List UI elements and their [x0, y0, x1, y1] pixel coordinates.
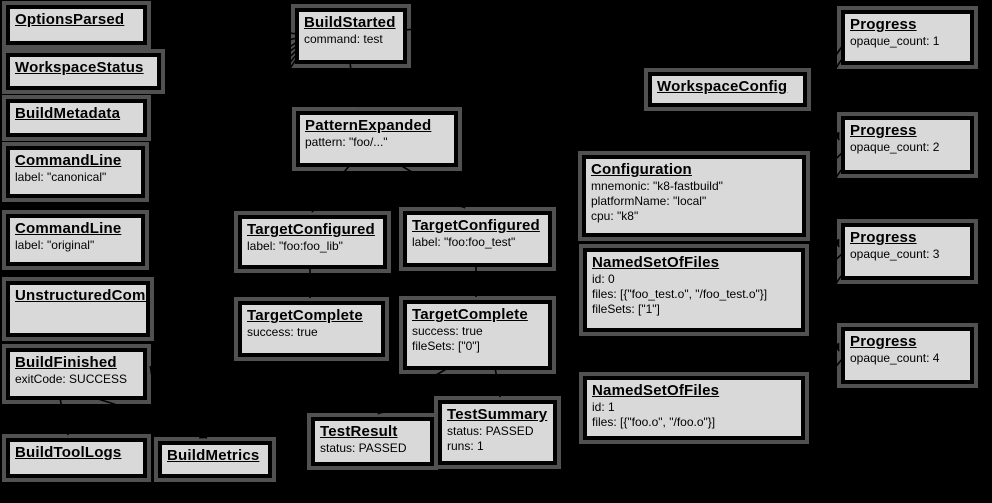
node-attribute: id: 1: [592, 399, 615, 414]
node-build-metadata: BuildMetadata: [2, 95, 151, 141]
node-build-tool-logs: BuildToolLogs: [2, 434, 151, 482]
node-attribute: opaque_count: 4: [850, 350, 940, 365]
node-attribute: platformName: "local": [591, 193, 707, 208]
node-title: OptionsParsed: [15, 11, 125, 28]
node-attribute: status: PASSED: [447, 423, 534, 438]
node-title: Progress: [850, 333, 917, 350]
node-title: TestResult: [320, 423, 398, 440]
node-attribute: command: test: [304, 31, 383, 46]
node-title: BuildMetadata: [15, 105, 121, 122]
node-title: TargetConfigured: [412, 217, 540, 234]
node-title: TargetComplete: [412, 306, 528, 323]
node-title: Progress: [850, 16, 917, 33]
node-title: NamedSetOfFiles: [592, 254, 720, 271]
node-title: TestSummary: [447, 406, 548, 423]
node-title: CommandLine: [15, 220, 122, 237]
node-title: BuildToolLogs: [15, 444, 122, 461]
node-attribute: cpu: "k8": [591, 208, 639, 223]
node-attribute: pattern: "foo/...": [305, 134, 388, 149]
node-title: TargetComplete: [247, 307, 363, 324]
node-attribute: id: 0: [592, 271, 615, 286]
node-title: WorkspaceStatus: [15, 59, 144, 76]
node-title: Progress: [850, 229, 917, 246]
node-title: UnstructuredCommandLine: [15, 287, 218, 304]
node-unstructured-command-line: UnstructuredCommandLine: [2, 277, 218, 341]
node-title: Configuration: [591, 161, 692, 178]
node-attribute: opaque_count: 1: [850, 33, 940, 48]
node-title: BuildFinished: [15, 354, 117, 371]
node-attribute: mnemonic: "k8-fastbuild": [591, 178, 723, 193]
node-title: CommandLine: [15, 152, 122, 169]
node-options-parsed: OptionsParsed: [2, 1, 151, 49]
node-workspace-config: WorkspaceConfig: [644, 68, 811, 111]
node-title: BuildMetrics: [167, 447, 260, 464]
node-title: TargetConfigured: [247, 221, 375, 238]
node-attribute: success: true: [412, 323, 483, 338]
node-attribute: exitCode: SUCCESS: [15, 371, 128, 386]
node-title: Progress: [850, 122, 917, 139]
node-attribute: runs: 1: [447, 438, 484, 453]
node-attribute: fileSets: ["1"]: [592, 301, 660, 316]
node-title: BuildStarted: [304, 14, 396, 31]
node-title: WorkspaceConfig: [657, 78, 788, 95]
node-attribute: fileSets: ["0"]: [412, 338, 480, 353]
node-workspace-status: WorkspaceStatus: [2, 49, 165, 94]
node-attribute: opaque_count: 3: [850, 246, 940, 261]
node-attribute: status: PASSED: [320, 440, 407, 455]
node-attribute: files: [{"foo_test.o", "/foo_test.o"}]: [592, 286, 768, 301]
node-attribute: success: true: [247, 324, 318, 339]
node-attribute: label: "foo:foo_lib": [247, 238, 343, 253]
node-attribute: label: "canonical": [15, 169, 107, 184]
node-attribute: files: [{"foo.o", "/foo.o"}]: [592, 414, 716, 429]
node-attribute: label: "foo:foo_test": [412, 234, 516, 249]
node-attribute: opaque_count: 2: [850, 139, 940, 154]
node-attribute: label: "original": [15, 237, 95, 252]
node-title: PatternExpanded: [305, 117, 432, 134]
node-build-metrics: BuildMetrics: [154, 437, 276, 482]
node-title: NamedSetOfFiles: [592, 382, 720, 399]
